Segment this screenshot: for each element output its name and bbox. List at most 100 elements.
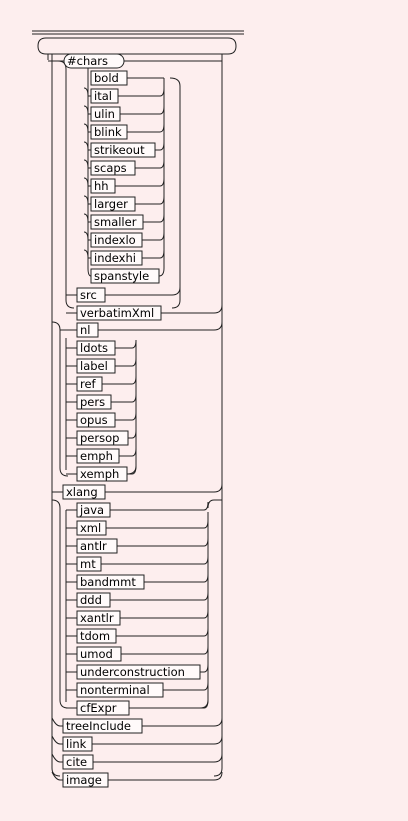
terminal-shape — [90, 268, 160, 284]
terminal-label: indexlo — [94, 233, 136, 247]
terminal-shape — [62, 718, 143, 734]
branch-exit — [142, 717, 223, 727]
terminal-cite: cite — [62, 754, 94, 770]
terminal-xantlr: xantlr — [76, 610, 121, 626]
branch-entry — [83, 213, 91, 223]
terminal-label: spanstyle — [94, 269, 149, 283]
terminal-label: java — [79, 503, 104, 517]
terminal-label: persop — [80, 431, 119, 445]
branch-exit — [163, 681, 209, 691]
terminal-shape — [62, 754, 94, 770]
terminal-nonterminal: nonterminal — [76, 682, 164, 698]
branch-entry — [83, 195, 91, 205]
branch-entry — [51, 771, 63, 781]
terminal-ddd: ddd — [76, 592, 111, 608]
terminal-label: underconstruction — [80, 665, 185, 679]
branch-exit — [207, 499, 222, 509]
main-connector — [57, 60, 75, 309]
terminal-label: xantlr — [80, 611, 114, 625]
terminal-verbatimxml: verbatimXml — [76, 305, 162, 321]
terminal-umod: umod — [76, 646, 122, 662]
terminal-shape — [76, 628, 117, 644]
terminal-shape — [62, 772, 109, 788]
terminal-pers: pers — [76, 394, 112, 410]
terminal-opus: opus — [76, 412, 116, 428]
branch-entry — [51, 717, 63, 727]
branch-exit — [105, 286, 181, 296]
terminal-shape — [76, 466, 128, 482]
terminal-shape — [76, 520, 107, 536]
terminal-java: java — [76, 502, 111, 518]
terminal-blink: blink — [90, 124, 128, 140]
terminal-label: src — [80, 288, 97, 302]
terminal-shape — [90, 142, 156, 158]
terminal-src: src — [76, 287, 106, 303]
terminal-shape — [90, 214, 144, 230]
branch-exit — [161, 304, 223, 314]
main-connector — [158, 78, 165, 277]
terminal-shape — [90, 196, 136, 212]
branch-exit — [111, 393, 137, 403]
terminal-label: nonterminal — [80, 683, 150, 697]
railroad-terminals: #charsbolditalulinblinkstrikeoutscapshhl… — [62, 53, 201, 788]
terminal-label: ital — [94, 89, 112, 103]
branch-exit — [101, 555, 209, 565]
terminal-label: label — [80, 359, 108, 373]
terminal-shape — [90, 250, 143, 266]
branch-exit — [127, 465, 137, 475]
terminal-shape — [90, 160, 136, 176]
terminal-link: link — [62, 736, 93, 752]
group-rail — [51, 321, 69, 477]
terminal-shape — [76, 700, 130, 716]
branch-exit — [135, 159, 165, 169]
terminal-label: ulin — [94, 107, 115, 121]
branch-exit — [115, 411, 137, 421]
branch-entry — [83, 159, 91, 169]
branch-exit — [93, 753, 223, 763]
terminal-label: antlr — [80, 539, 107, 553]
branch-exit — [118, 87, 165, 97]
terminal-label: opus — [80, 413, 108, 427]
branch-exit — [127, 123, 165, 133]
terminal-smaller: smaller — [90, 214, 144, 230]
railroad-connectors — [47, 54, 223, 781]
branch-exit — [98, 321, 223, 331]
terminal-xml: xml — [76, 520, 107, 536]
terminal-shape — [90, 178, 116, 194]
main-connector — [213, 54, 223, 777]
branch-entry — [83, 249, 91, 259]
terminal-label: emph — [80, 449, 113, 463]
terminal-label: indexhi — [94, 251, 136, 265]
terminal-image: image — [62, 772, 109, 788]
terminal-shape — [62, 484, 106, 500]
terminal-larger: larger — [90, 196, 136, 212]
branch-exit — [121, 645, 209, 655]
terminal-tdom: tdom — [76, 628, 117, 644]
branch-exit — [92, 735, 223, 745]
terminal-label: scaps — [94, 161, 127, 175]
main-connector — [169, 77, 181, 309]
branch-exit — [144, 573, 209, 583]
terminal-shape — [76, 538, 118, 554]
terminal-bandmmt: bandmmt — [76, 574, 145, 590]
terminal-ulin: ulin — [90, 106, 121, 122]
branch-entry — [51, 753, 63, 763]
terminal-shape — [76, 664, 201, 680]
terminal-label: hh — [94, 179, 109, 193]
branch-entry — [83, 105, 91, 115]
terminal-label: bandmmt — [80, 575, 136, 589]
terminal-label: tdom — [80, 629, 110, 643]
branch-exit — [119, 447, 137, 457]
main-connector — [51, 54, 61, 777]
branch-exit — [155, 141, 165, 151]
terminal-shape — [76, 610, 121, 626]
terminal-label: cfExpr — [80, 701, 117, 715]
terminal-shape — [90, 232, 143, 248]
terminal-label: label — [76, 358, 116, 374]
branch-exit — [108, 771, 223, 781]
terminal-label: bold — [94, 71, 119, 85]
branch-exit — [128, 429, 137, 439]
branch-exit — [110, 501, 209, 511]
terminal-strikeout: strikeout — [90, 142, 156, 158]
